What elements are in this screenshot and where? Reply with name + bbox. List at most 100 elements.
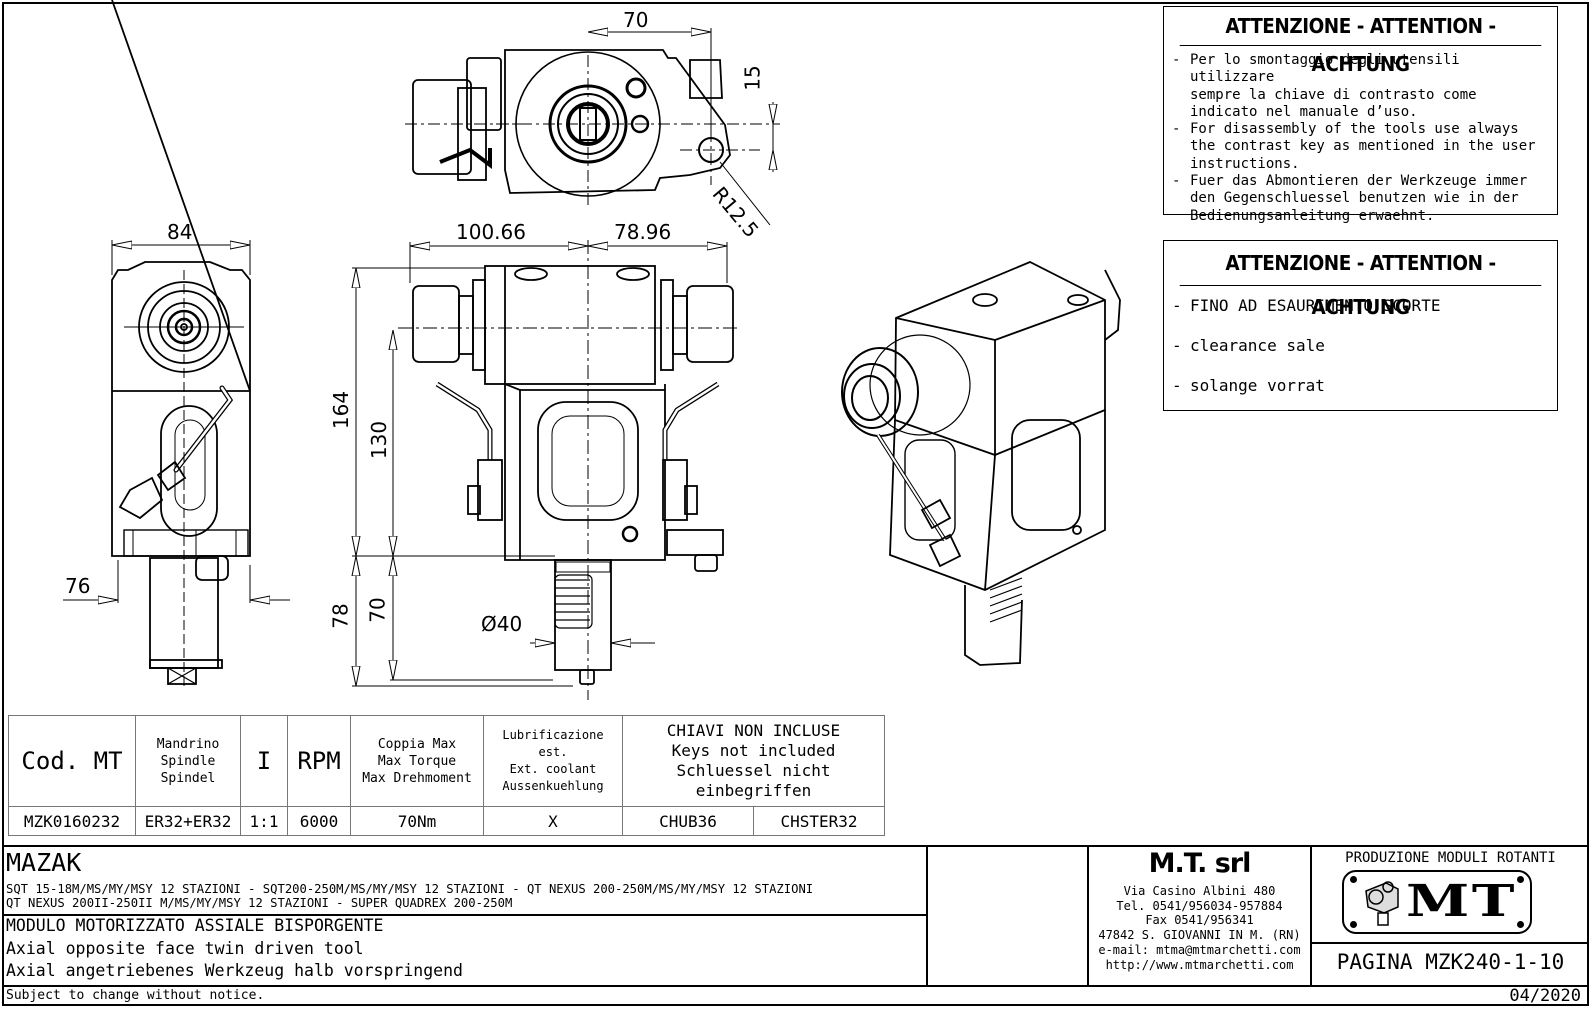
header-line: Keys not included xyxy=(671,741,836,760)
fax: Fax 0541/956341 xyxy=(1145,913,1254,928)
note-line: instructions. xyxy=(1190,155,1300,172)
header-line: Mandrino xyxy=(156,736,220,752)
dim-height-axis: 130 xyxy=(367,420,392,460)
description-it: MODULO MOTORIZZATO ASSIALE BISPORGENTE xyxy=(6,916,384,935)
email-link[interactable]: e-mail: mtma@mtmarchetti.com xyxy=(1098,942,1301,957)
note-item: -clearance sale xyxy=(1172,326,1549,366)
note-line: FINO AD ESAURIMENTO SCORTE xyxy=(1190,296,1441,315)
divider xyxy=(926,845,928,985)
logo-screw-icon xyxy=(1517,876,1524,883)
logo-screw-icon xyxy=(1350,921,1357,928)
model-line: QT NEXUS 200II-250II M/MS/MY/MSY 12 STAZ… xyxy=(6,896,513,910)
logo-text: MT xyxy=(1406,876,1518,927)
cell-torque: 70Nm xyxy=(350,806,484,836)
production-label: PRODUZIONE MODULI ROTANTI xyxy=(1345,850,1556,866)
revision-date: 04/2020 xyxy=(1509,986,1581,1006)
cell-key1: CHUB36 xyxy=(622,806,754,836)
isometric-view xyxy=(841,261,1121,666)
header-code: Cod. MT xyxy=(8,715,136,807)
dim-top-width: 70 xyxy=(623,8,649,32)
logo-tool-icon xyxy=(1365,881,1399,926)
note-line: the contrast key as mentioned in the use… xyxy=(1190,138,1536,155)
attention-note-clearance: ATTENZIONE - ATTENTION - ACHTUNG -FINO A… xyxy=(1163,240,1558,411)
header-line: Spindle xyxy=(160,753,216,769)
dim-side-width: 84 xyxy=(167,220,193,244)
phone: Tel. 0541/956034-957884 xyxy=(1116,898,1283,913)
front-view xyxy=(352,240,740,700)
machine-brand: MAZAK xyxy=(6,848,82,877)
note-line: sempre la chiave di contrasto come xyxy=(1190,86,1477,103)
header-line: Max Torque xyxy=(377,753,457,769)
header-line: Schluessel nicht einbegriffen xyxy=(676,761,831,800)
page-number: PAGINA MZK240-1-10 xyxy=(1336,950,1565,974)
cell-coolant: X xyxy=(483,806,623,836)
note-item: -FINO AD ESAURIMENTO SCORTE xyxy=(1172,286,1549,326)
address-line: Via Casino Albini 480 xyxy=(1123,884,1276,898)
note-item: -Per lo smontaggio degli utensili utiliz… xyxy=(1172,52,1549,121)
company-address: Via Casino Albini 480 Tel. 0541/956034-9… xyxy=(1089,884,1310,972)
note-line: clearance sale xyxy=(1190,336,1325,355)
dim-side-shank: 76 xyxy=(65,574,91,598)
note-line: Per lo smontaggio degli utensili utilizz… xyxy=(1190,52,1460,86)
divider xyxy=(1310,942,1589,944)
note-line: For disassembly of the tools use always xyxy=(1190,121,1519,138)
header-rpm: RPM xyxy=(287,715,351,807)
dim-front-right: 78.96 xyxy=(614,220,672,244)
header-line: Coppia Max xyxy=(377,736,457,752)
divider xyxy=(1310,845,1312,985)
website-link[interactable]: http://www.mtmarchetti.com xyxy=(1105,957,1294,972)
city: 47842 S. GIOVANNI IN M. (RN) xyxy=(1098,928,1301,943)
cell-rpm: 6000 xyxy=(287,806,351,836)
logo-screw-icon xyxy=(1517,921,1524,928)
note-header: ATTENZIONE - ATTENTION - ACHTUNG xyxy=(1179,7,1542,76)
table-row: MZK0160232 ER32+ER32 1:1 6000 70Nm X CHU… xyxy=(8,806,885,836)
title-block-bottom xyxy=(2,985,1589,987)
cell-key2: CHSTER32 xyxy=(753,806,885,836)
side-view xyxy=(63,0,290,690)
title-block xyxy=(2,845,1589,985)
dim-top-offset: 15 xyxy=(740,65,765,91)
note-line: Fuer das Abmontieren der Werkzeuge immer xyxy=(1190,173,1528,190)
product-description: MODULO MOTORIZZATO ASSIALE BISPORGENTE A… xyxy=(6,915,463,983)
header-line: Lubrificazione est. xyxy=(502,728,604,759)
machine-models: SQT 15-18M/MS/MY/MSY 12 STAZIONI - SQT20… xyxy=(6,882,813,910)
header-line: Aussenkuehlung xyxy=(502,779,604,793)
note-line: indicato nel manuale d’uso. xyxy=(1190,103,1418,120)
note-item: -solange vorrat xyxy=(1172,366,1549,406)
description-en: Axial opposite face twin driven tool xyxy=(6,938,364,958)
description-de: Axial angetriebenes Werkzeug halb vorspr… xyxy=(6,961,463,980)
model-line: SQT 15-18M/MS/MY/MSY 12 STAZIONI - SQT20… xyxy=(6,882,814,896)
drawing-frame xyxy=(2,2,1589,1006)
note-item: -For disassembly of the tools use always… xyxy=(1172,121,1536,172)
disclaimer: Subject to change without notice. xyxy=(6,988,265,1003)
top-view xyxy=(405,28,780,226)
cell-spindle: ER32+ER32 xyxy=(135,806,241,836)
note-header: ATTENZIONE - ATTENTION - ACHTUNG xyxy=(1179,241,1542,319)
attention-note-usage: ATTENZIONE - ATTENTION - ACHTUNG -Per lo… xyxy=(1163,6,1558,224)
divider xyxy=(1087,845,1089,985)
company-logo: MT xyxy=(1342,870,1532,934)
logo-screw-icon xyxy=(1350,876,1357,883)
cell-ratio: 1:1 xyxy=(240,806,288,836)
note-line: solange vorrat xyxy=(1190,376,1325,395)
dim-front-left: 100.66 xyxy=(456,220,526,244)
company-name: M.T. srl xyxy=(1148,848,1252,879)
cell-code: MZK0160232 xyxy=(8,806,136,836)
dim-shank-diameter: Ø40 xyxy=(481,612,523,636)
dim-shank-length: 70 xyxy=(365,597,390,623)
header-line: Spindel xyxy=(160,770,216,786)
note-line: den Gegenschluessel benutzen wie in der xyxy=(1190,190,1519,207)
dim-height-total: 164 xyxy=(329,390,354,430)
dim-shank-total: 78 xyxy=(328,603,353,629)
header-ratio: I xyxy=(240,715,288,807)
note-line: Bedienungsanleitung erwaehnt. xyxy=(1190,207,1435,224)
note-item: -Fuer das Abmontieren der Werkzeuge imme… xyxy=(1172,173,1528,224)
header-line: Max Drehmoment xyxy=(362,770,472,786)
header-line: CHIAVI NON INCLUSE xyxy=(666,721,841,740)
